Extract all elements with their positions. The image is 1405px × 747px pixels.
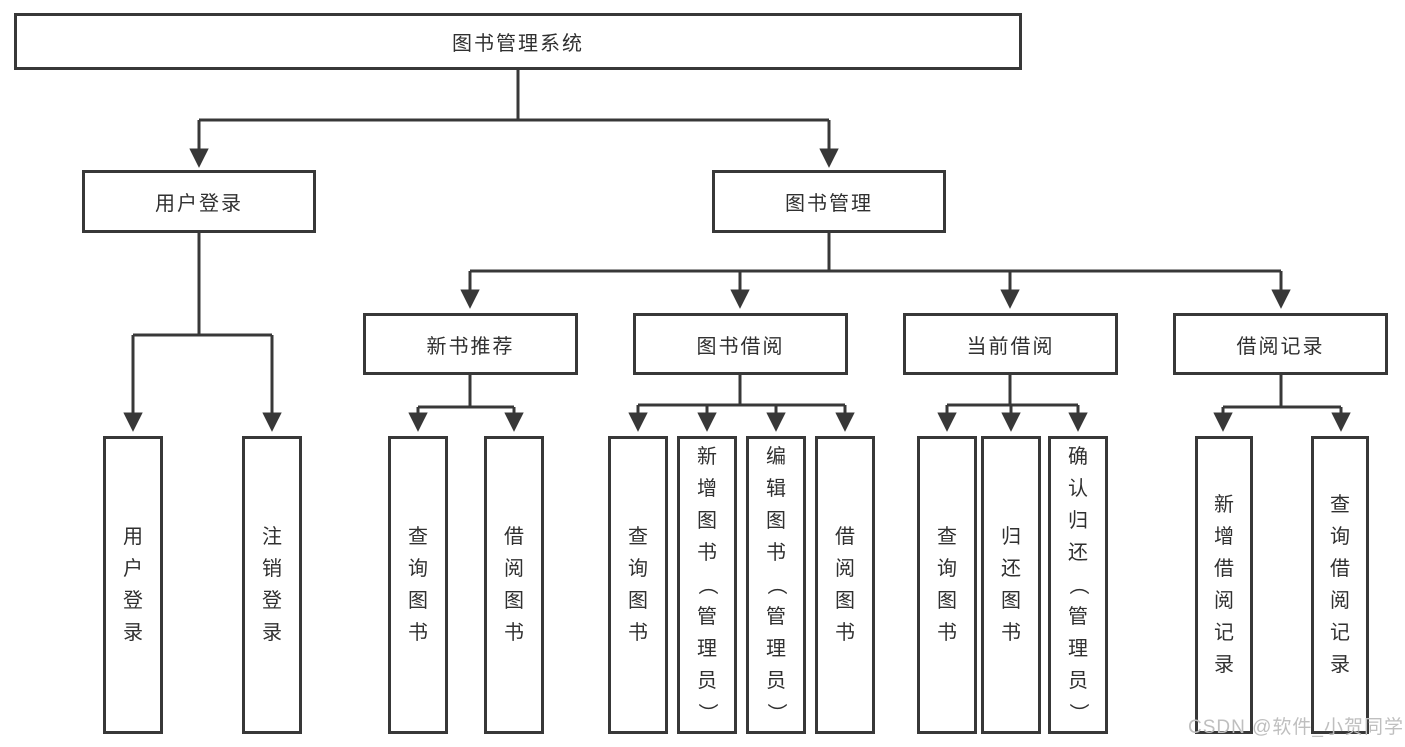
- vertical-label-char: 查: [1330, 494, 1350, 516]
- vertical-label-char: 图: [697, 510, 717, 532]
- vertical-label-char: 图: [766, 510, 786, 532]
- vertical-label-char: 新: [1214, 494, 1234, 516]
- node-return-books: 归还图书: [981, 436, 1041, 734]
- node-library-management-system: 图书管理系统: [14, 13, 1022, 70]
- vertical-label-char: 书: [504, 622, 524, 644]
- vertical-label-char: 管: [1068, 606, 1088, 628]
- vertical-label-char: 员: [766, 670, 786, 692]
- vertical-label-char: 图: [504, 590, 524, 612]
- vertical-label-char: 借: [504, 526, 524, 548]
- node-query-books-3: 查询图书: [917, 436, 977, 734]
- vertical-label-char: 阅: [1214, 590, 1234, 612]
- vertical-label-char: 图: [1001, 590, 1021, 612]
- node-user-login-leaf: 用户登录: [103, 436, 163, 734]
- vertical-label-char: 记: [1330, 622, 1350, 644]
- vertical-label-char: 借: [835, 526, 855, 548]
- node-borrow-books-2: 借阅图书: [815, 436, 875, 734]
- vertical-label-char: 归: [1001, 526, 1021, 548]
- node-borrowing-records: 借阅记录: [1173, 313, 1388, 375]
- vertical-label-char: 销: [262, 558, 282, 580]
- vertical-label-char: 询: [937, 558, 957, 580]
- vertical-label-char: 阅: [1330, 590, 1350, 612]
- vertical-label-char: 图: [408, 590, 428, 612]
- vertical-label-char: 还: [1068, 542, 1088, 564]
- vertical-label-char: 确: [1068, 446, 1088, 468]
- vertical-label-char: 查: [937, 526, 957, 548]
- node-query-borrow-record: 查询借阅记录: [1311, 436, 1369, 734]
- vertical-label-char: 录: [123, 622, 143, 644]
- node-add-books-admin: 新增图书 （ 管理员 ）: [677, 436, 737, 734]
- vertical-label-char: 理: [1068, 638, 1088, 660]
- node-book-borrowing: 图书借阅: [633, 313, 848, 375]
- node-borrow-books-1: 借阅图书: [484, 436, 544, 734]
- vertical-label-char: 员: [697, 670, 717, 692]
- vertical-label-char: 询: [628, 558, 648, 580]
- vertical-label-char: 编: [766, 446, 786, 468]
- vertical-label-char: 书: [1001, 622, 1021, 644]
- vertical-label-char: 还: [1001, 558, 1021, 580]
- node-add-borrow-record: 新增借阅记录: [1195, 436, 1253, 734]
- vertical-label-char: 书: [766, 542, 786, 564]
- node-query-books-2: 查询图书: [608, 436, 668, 734]
- vertical-label-char: 新: [697, 446, 717, 468]
- vertical-label-char: 用: [123, 526, 143, 548]
- vertical-label-char: （: [1067, 575, 1089, 595]
- node-logout: 注销登录: [242, 436, 302, 734]
- vertical-label-char: 管: [697, 606, 717, 628]
- vertical-label-char: 辑: [766, 478, 786, 500]
- vertical-label-char: （: [765, 575, 787, 595]
- vertical-label-char: 借: [1330, 558, 1350, 580]
- vertical-label-char: 查: [408, 526, 428, 548]
- vertical-label-char: 书: [835, 622, 855, 644]
- vertical-label-char: 户: [123, 558, 143, 580]
- vertical-label-char: ）: [765, 703, 787, 723]
- vertical-label-char: 员: [1068, 670, 1088, 692]
- node-current-borrowing: 当前借阅: [903, 313, 1118, 375]
- vertical-label-char: ）: [1067, 703, 1089, 723]
- vertical-label-char: 阅: [835, 558, 855, 580]
- vertical-label-char: 登: [123, 590, 143, 612]
- vertical-label-char: 增: [1214, 526, 1234, 548]
- vertical-label-char: 图: [628, 590, 648, 612]
- node-query-books-1: 查询图书: [388, 436, 448, 734]
- vertical-label-char: （: [696, 575, 718, 595]
- vertical-label-char: 图: [835, 590, 855, 612]
- node-edit-books-admin: 编辑图书 （ 管理员 ）: [746, 436, 806, 734]
- vertical-label-char: 图: [937, 590, 957, 612]
- vertical-label-char: 理: [697, 638, 717, 660]
- vertical-label-char: 录: [1330, 654, 1350, 676]
- vertical-label-char: 认: [1068, 478, 1088, 500]
- vertical-label-char: 书: [937, 622, 957, 644]
- vertical-label-char: 查: [628, 526, 648, 548]
- vertical-label-char: 询: [1330, 526, 1350, 548]
- vertical-label-char: 管: [766, 606, 786, 628]
- vertical-label-char: 记: [1214, 622, 1234, 644]
- vertical-label-char: 书: [408, 622, 428, 644]
- vertical-label-char: 询: [408, 558, 428, 580]
- vertical-label-char: 录: [262, 622, 282, 644]
- vertical-label-char: 录: [1214, 654, 1234, 676]
- vertical-label-char: 增: [697, 478, 717, 500]
- csdn-watermark: CSDN @软件_小贺同学: [1188, 717, 1404, 738]
- vertical-label-char: 借: [1214, 558, 1234, 580]
- vertical-label-char: 登: [262, 590, 282, 612]
- vertical-label-char: 归: [1068, 510, 1088, 532]
- node-confirm-return-admin: 确认归还 （ 管理员 ）: [1048, 436, 1108, 734]
- vertical-label-char: 阅: [504, 558, 524, 580]
- vertical-label-char: 理: [766, 638, 786, 660]
- vertical-label-char: ）: [696, 703, 718, 723]
- node-book-management: 图书管理: [712, 170, 946, 233]
- node-user-login: 用户登录: [82, 170, 316, 233]
- node-new-book-recommend: 新书推荐: [363, 313, 578, 375]
- vertical-label-char: 注: [262, 526, 282, 548]
- vertical-label-char: 书: [628, 622, 648, 644]
- vertical-label-char: 书: [697, 542, 717, 564]
